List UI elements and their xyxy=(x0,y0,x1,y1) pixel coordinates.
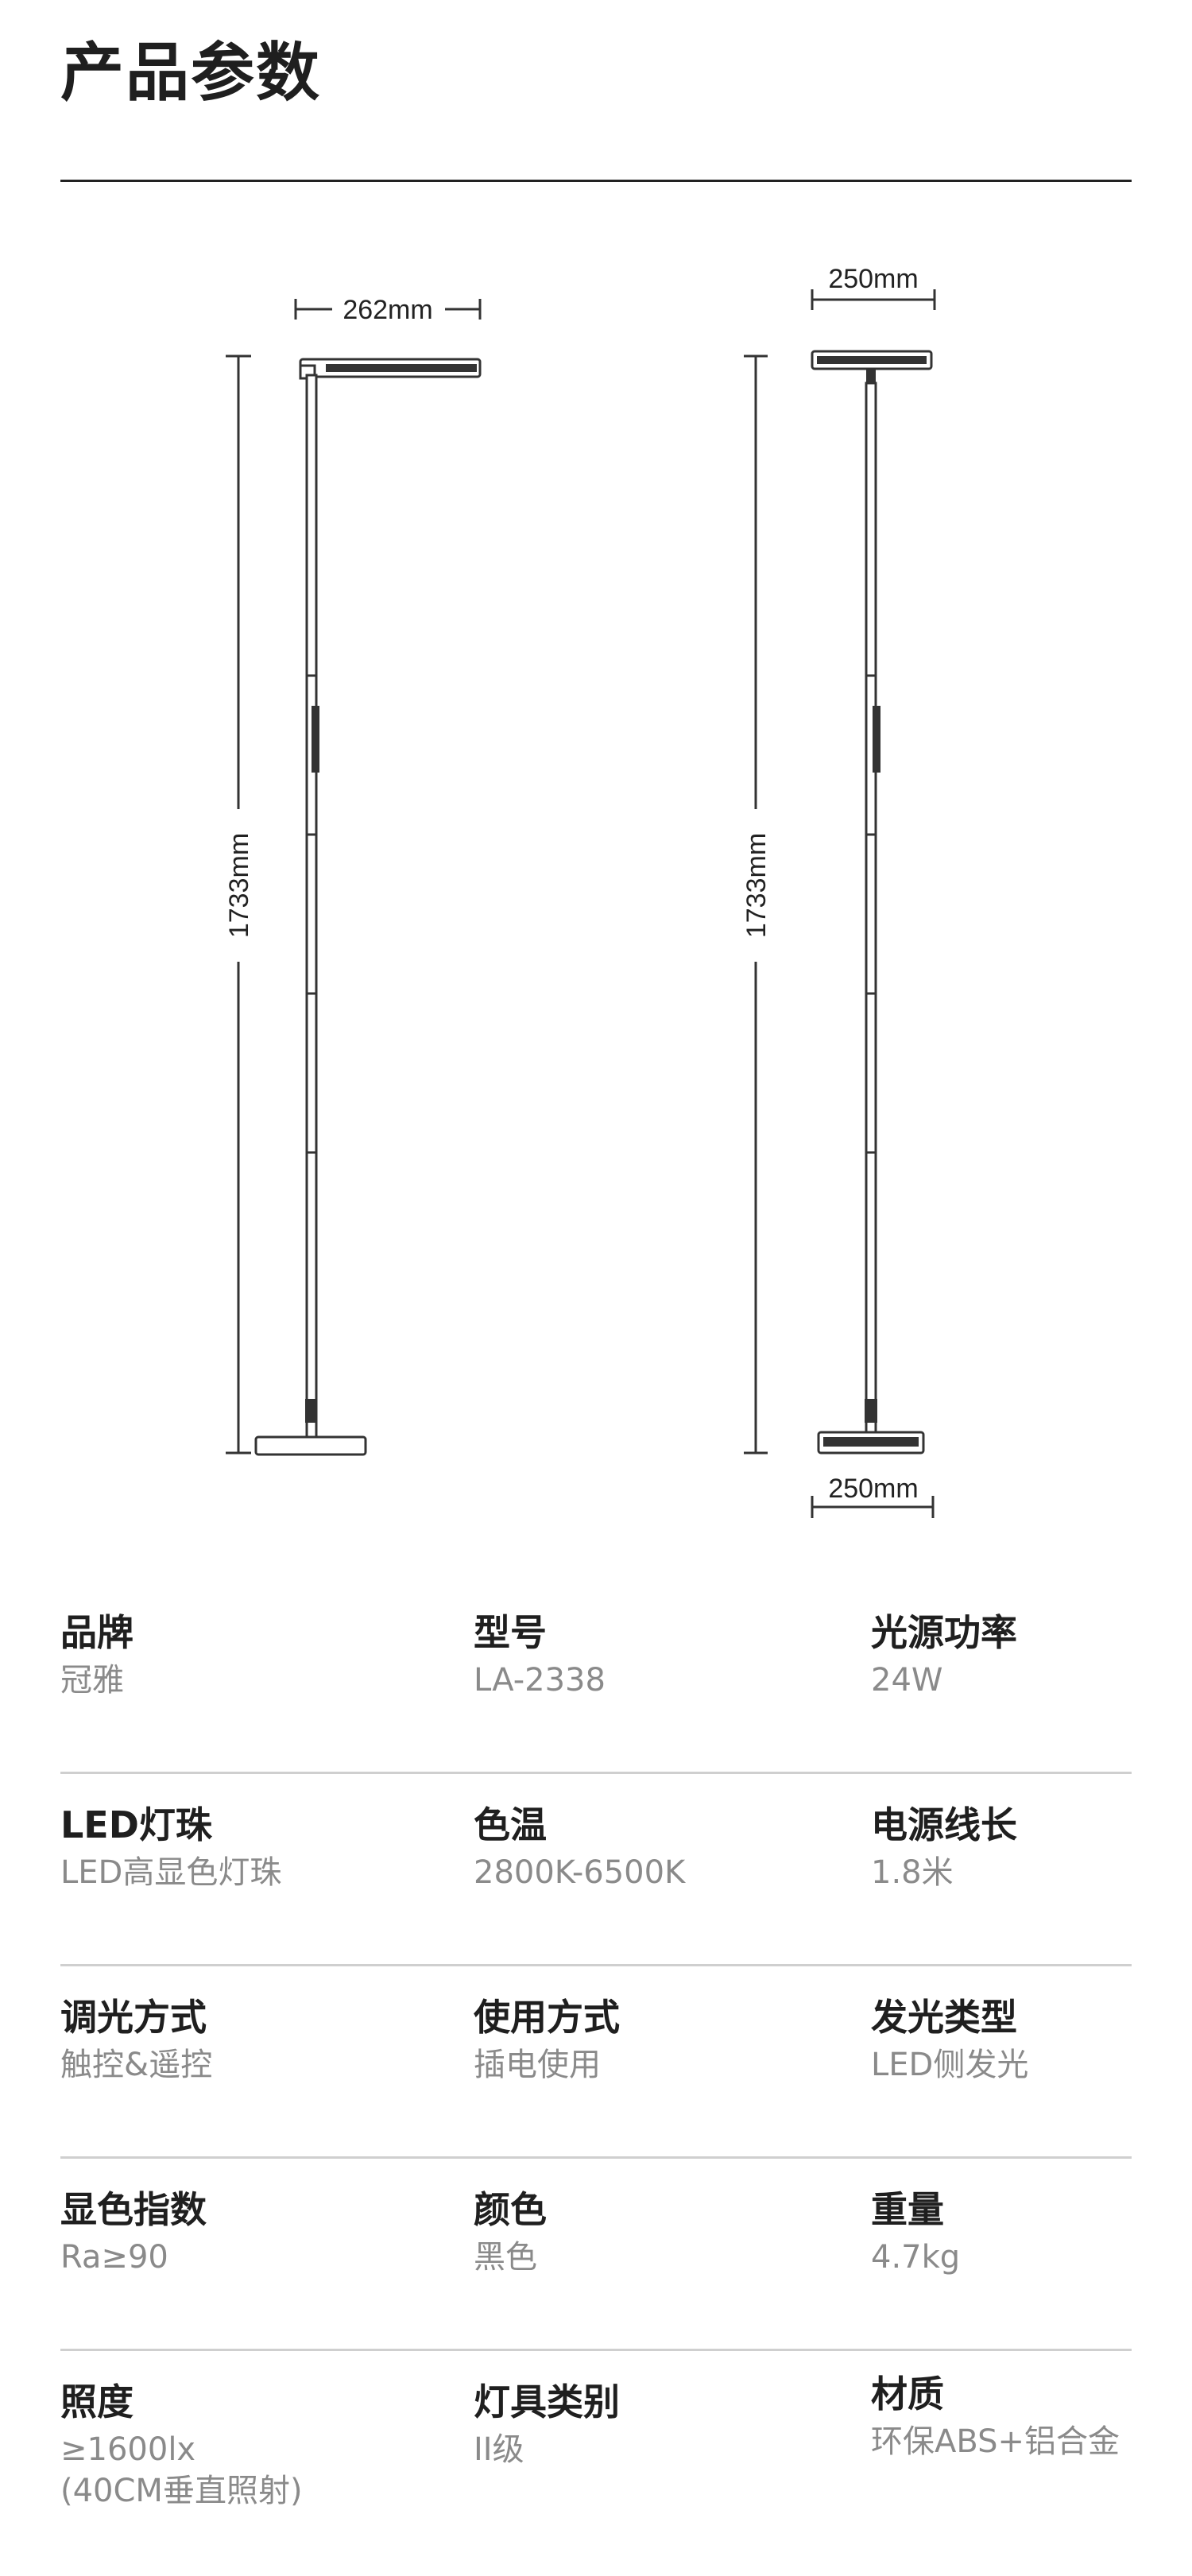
spec-label: 照度 xyxy=(60,2380,134,2423)
spec-value: LED高显色灯珠 xyxy=(60,1854,282,1891)
spec-label: 显色指数 xyxy=(60,2188,207,2231)
side-height-label: 1733mm xyxy=(224,833,254,938)
spec-label: 电源线长 xyxy=(871,1803,1017,1846)
spec-label: 颜色 xyxy=(474,2188,547,2231)
spec-label: 色温 xyxy=(474,1803,547,1846)
spec-item: 发光类型 LED侧发光 xyxy=(871,1995,1028,2086)
side-view-lamp xyxy=(226,299,482,1456)
title-divider xyxy=(60,180,1132,182)
spec-table: 品牌 冠雅 型号 LA-2338 光源功率 24W LED灯珠 LED高显色灯珠… xyxy=(60,1582,1132,2558)
spec-value: II级 xyxy=(474,2431,524,2468)
front-base-width-label: 250mm xyxy=(828,1474,918,1504)
page-title: 产品参数 xyxy=(60,36,321,110)
spec-item: 照度 ≥1600lx (40CM垂直照射) xyxy=(60,2380,303,2512)
front-height-label: 1733mm xyxy=(741,833,772,938)
spec-label: 光源功率 xyxy=(871,1611,1017,1654)
spec-value: 插电使用 xyxy=(474,2046,601,2083)
spec-value: LED侧发光 xyxy=(871,2046,1029,2083)
spec-row: 照度 ≥1600lx (40CM垂直照射) 灯具类别 II级 材质 环保ABS+… xyxy=(60,2351,1132,2558)
spec-item: 光源功率 24W xyxy=(871,1610,1017,1701)
front-head-width-label: 250mm xyxy=(828,264,918,294)
spec-label: 重量 xyxy=(871,2188,944,2231)
spec-item: 型号 LA-2338 xyxy=(474,1610,606,1701)
spec-row: LED灯珠 LED高显色灯珠 色温 2800K-6500K 电源线长 1.8米 xyxy=(60,1774,1132,1966)
spec-item: 色温 2800K-6500K xyxy=(474,1803,685,1893)
spec-value: 触控&遥控 xyxy=(60,2046,213,2083)
spec-label: 材质 xyxy=(871,2373,944,2415)
spec-label: 灯具类别 xyxy=(474,2380,620,2423)
spec-row: 调光方式 触控&遥控 使用方式 插电使用 发光类型 LED侧发光 xyxy=(60,1966,1132,2159)
spec-item: 灯具类别 II级 xyxy=(474,2380,620,2470)
spec-item: 材质 环保ABS+铝合金 xyxy=(871,2372,1120,2462)
spec-value: 24W xyxy=(871,1661,943,1699)
spec-item: 颜色 黑色 xyxy=(474,2187,547,2278)
spec-label: 发光类型 xyxy=(871,1996,1017,2039)
dimension-diagram: 262mm 1733mm 250mm 1733mm 250mm xyxy=(224,264,936,1518)
spec-item: 调光方式 触控&遥控 xyxy=(60,1995,212,2086)
spec-row: 显色指数 Ra≥90 颜色 黑色 重量 4.7kg xyxy=(60,2159,1132,2351)
spec-value: 2800K-6500K xyxy=(474,1854,686,1891)
spec-item: 重量 4.7kg xyxy=(871,2187,960,2278)
spec-value: 环保ABS+铝合金 xyxy=(871,2423,1120,2460)
spec-item: LED灯珠 LED高显色灯珠 xyxy=(60,1803,281,1893)
spec-label: LED灯珠 xyxy=(60,1803,212,1846)
front-view-lamp xyxy=(744,289,936,1518)
spec-label: 品牌 xyxy=(60,1611,134,1654)
side-head-width-label: 262mm xyxy=(343,295,432,325)
spec-value: ≥1600lx (40CM垂直照射) xyxy=(60,2431,303,2509)
spec-item: 品牌 冠雅 xyxy=(60,1610,134,1701)
spec-item: 显色指数 Ra≥90 xyxy=(60,2187,207,2278)
spec-value: 冠雅 xyxy=(60,1661,124,1699)
spec-row: 品牌 冠雅 型号 LA-2338 光源功率 24W xyxy=(60,1582,1132,1774)
spec-value: Ra≥90 xyxy=(60,2238,168,2276)
spec-value: LA-2338 xyxy=(474,1661,606,1699)
spec-item: 电源线长 1.8米 xyxy=(871,1803,1017,1893)
spec-label: 使用方式 xyxy=(474,1996,620,2039)
spec-value: 1.8米 xyxy=(871,1854,954,1891)
spec-item: 使用方式 插电使用 xyxy=(474,1995,620,2086)
spec-value: 黑色 xyxy=(474,2238,537,2276)
spec-label: 型号 xyxy=(474,1611,547,1654)
spec-value: 4.7kg xyxy=(871,2238,961,2276)
spec-label: 调光方式 xyxy=(60,1996,207,2039)
